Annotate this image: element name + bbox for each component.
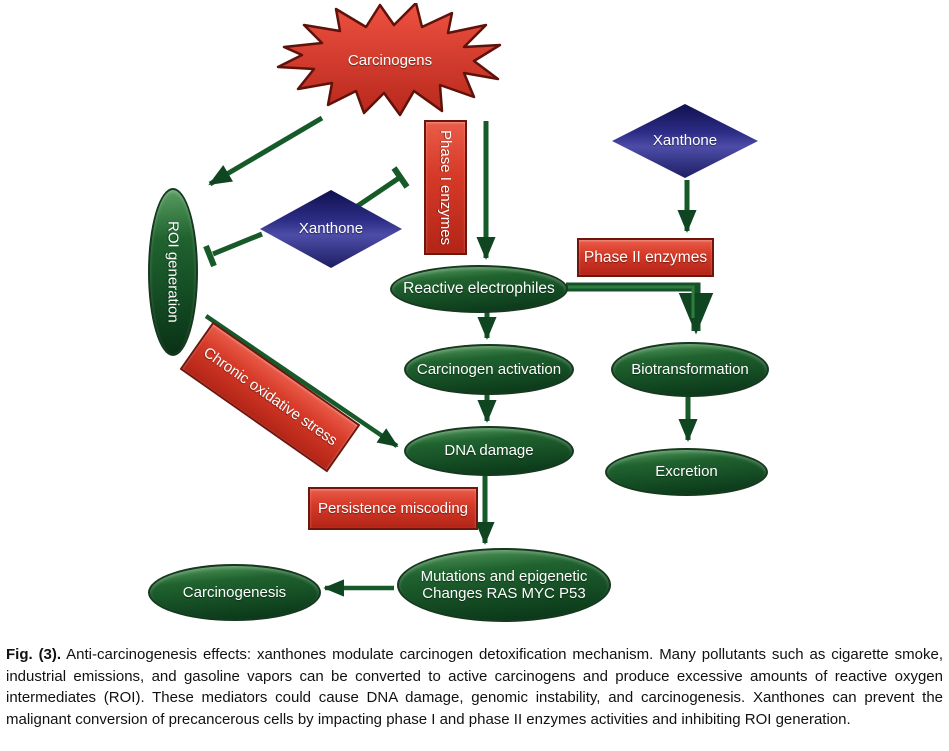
arrow-reactive-to-biotransformation-highlight xyxy=(568,285,695,318)
phase2-enzymes-label: Phase II enzymes xyxy=(583,248,708,266)
arrow-reactive-to-biotransformation xyxy=(566,282,714,335)
phase1-enzymes-label: Phase I enzymes xyxy=(437,129,455,246)
biotransformation-label: Biotransformation xyxy=(631,360,749,378)
xanthone-left-label: Xanthone xyxy=(298,220,364,238)
roi-generation-label: ROI generation xyxy=(164,221,182,323)
xanthone-right-label: Xanthone xyxy=(652,132,718,150)
mutations-label-line2: Changes RAS MYC P53 xyxy=(422,585,586,602)
node-phase1-enzymes: Phase I enzymes xyxy=(424,120,467,255)
starburst-shape xyxy=(276,3,502,117)
mutations-label-line1: Mutations and epigenetic xyxy=(420,567,588,585)
persistence-miscoding-label: Persistence miscoding xyxy=(317,499,469,517)
node-carcinogen-activation: Carcinogen activation xyxy=(404,344,574,395)
node-biotransformation: Biotransformation xyxy=(611,342,769,397)
excretion-label: Excretion xyxy=(655,463,718,481)
node-carcinogenesis: Carcinogenesis xyxy=(148,564,321,621)
node-persistence-miscoding: Persistence miscoding xyxy=(308,487,478,530)
inhibit-xanthone-to-phase1 xyxy=(354,166,410,210)
carcinogen-activation-label: Carcinogen activation xyxy=(416,360,562,378)
arrow-layer xyxy=(203,115,714,597)
carcinogenesis-label: Carcinogenesis xyxy=(182,583,287,601)
starburst-polygon xyxy=(276,3,502,117)
dna-damage-label: DNA damage xyxy=(444,442,534,460)
node-carcinogens: Carcinogens xyxy=(276,3,504,118)
figure-caption: Fig. (3). Anti-carcinogenesis effects: x… xyxy=(6,644,943,730)
node-roi-generation: ROI generation xyxy=(148,188,198,356)
node-phase2-enzymes: Phase II enzymes xyxy=(577,238,714,277)
node-mutations: Mutations and epigenetic Changes RAS MYC… xyxy=(397,548,611,622)
node-reactive-electrophiles: Reactive electrophiles xyxy=(390,265,568,313)
figure-caption-text: Anti-carcinogenesis effects: xanthones m… xyxy=(6,646,944,728)
carcinogens-label: Carcinogens xyxy=(347,52,433,69)
reactive-electrophiles-label: Reactive electrophiles xyxy=(403,280,555,298)
inhibit-xanthone-to-roi xyxy=(203,231,263,268)
diagram-canvas: Carcinogens Phase I enzymes Xanthone Xan… xyxy=(148,3,769,622)
arrow-roi-to-dna-damage xyxy=(204,314,399,448)
node-dna-damage: DNA damage xyxy=(404,426,574,476)
figure-caption-label: Fig. (3). xyxy=(6,646,62,663)
arrow-carcinogens-to-roi xyxy=(208,115,324,187)
node-excretion: Excretion xyxy=(605,448,768,496)
